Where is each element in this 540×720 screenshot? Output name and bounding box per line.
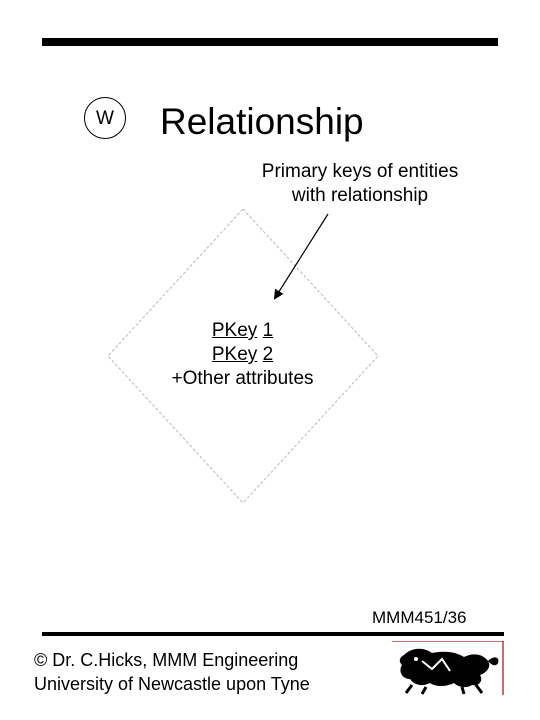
callout-text: Primary keys of entities with relationsh… xyxy=(230,160,490,208)
other-attributes: +Other attributes xyxy=(171,368,314,389)
callout-line-2: with relationship xyxy=(291,185,429,206)
relationship-attributes: PKey 1 PKey 2 +Other attributes xyxy=(150,319,335,391)
university-crest-icon xyxy=(392,641,504,695)
callout-line-1: Primary keys of entities xyxy=(261,161,459,182)
primary-key-2: PKey 2 xyxy=(150,343,335,367)
footer-line-2: University of Newcastle upon Tyne xyxy=(34,674,310,694)
pkey-label: PKey xyxy=(211,344,258,365)
logo-letter: W xyxy=(96,107,114,129)
top-rule xyxy=(42,38,498,46)
bottom-rule xyxy=(42,632,504,636)
slide-title: Relationship xyxy=(160,101,364,142)
pkey-index: 2 xyxy=(262,344,274,365)
footer-copyright: © Dr. C.Hicks, MMM Engineering Universit… xyxy=(34,648,310,696)
pkey-label: PKey xyxy=(211,320,258,341)
relationship-diamond xyxy=(107,208,379,504)
footer-line-1: © Dr. C.Hicks, MMM Engineering xyxy=(34,650,299,670)
w-logo-icon: W xyxy=(84,97,126,139)
primary-key-1: PKey 1 xyxy=(150,319,335,343)
slide-number: MMM451/36 xyxy=(372,608,467,627)
pkey-index: 1 xyxy=(262,320,274,341)
callout-arrow xyxy=(273,213,329,300)
